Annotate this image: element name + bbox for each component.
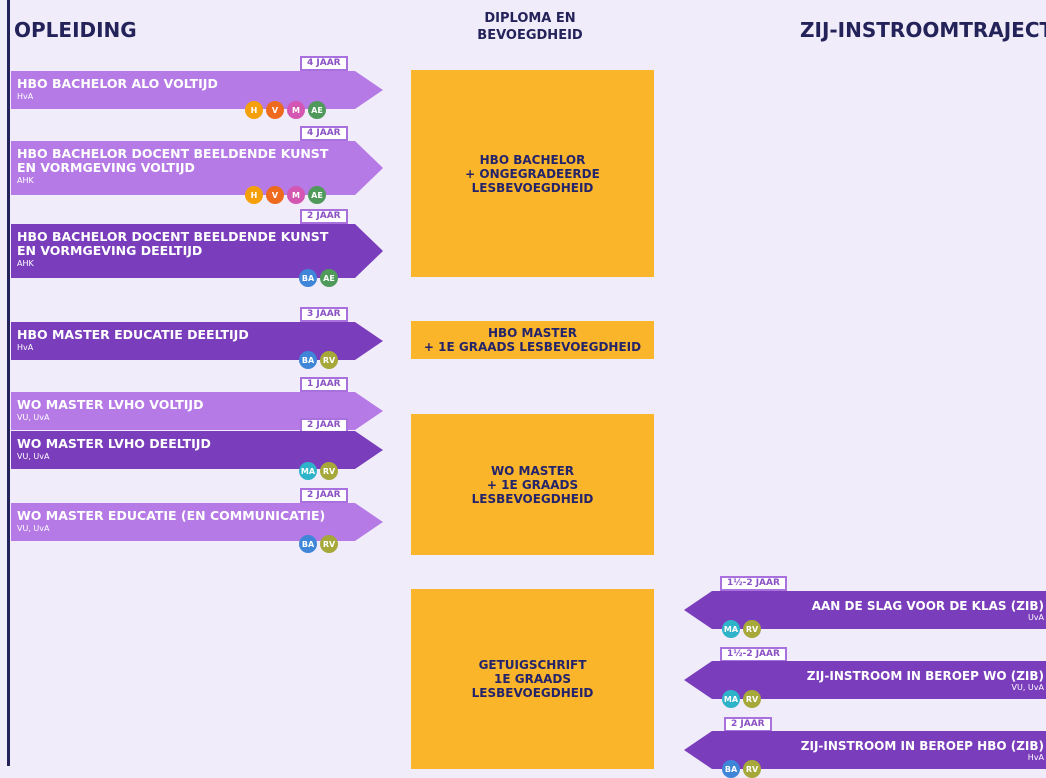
outcome-wo-master: WO MASTER + 1E GRAADS LESBEVOEGDHEID — [411, 414, 654, 555]
header-zij-instroom: ZIJ-INSTROOMTRAJECT — [800, 18, 1046, 42]
duration-label: 2 JAAR — [300, 209, 348, 224]
badge-ae: AE — [320, 269, 338, 287]
badge-rv: RV — [743, 760, 761, 778]
outcome-hbo-bachelor: HBO BACHELOR + ONGEGRADEERDE LESBEVOEGDH… — [411, 70, 654, 277]
duration-label: 1½-2 JAAR — [720, 576, 787, 591]
badge-m: M — [287, 186, 305, 204]
duration-label: 4 JAAR — [300, 56, 348, 71]
badge-v: V — [266, 186, 284, 204]
program-institution: AHK — [17, 259, 34, 268]
header-opleiding: OPLEIDING — [14, 18, 137, 42]
program-title: WO MASTER LVHO DEELTIJD — [17, 436, 211, 451]
header-diploma: DIPLOMA EN BEVOEGDHEID — [477, 11, 583, 43]
duration-label: 3 JAAR — [300, 307, 348, 322]
program-institution: VU, UvA — [17, 452, 50, 461]
duration-label: 4 JAAR — [300, 126, 348, 141]
program-title: HBO BACHELOR DOCENT BEELDENDE KUNST EN V… — [17, 146, 329, 175]
program-title: HBO BACHELOR ALO VOLTIJD — [17, 76, 218, 91]
badge-ba: BA — [299, 269, 317, 287]
side-entry-institution: UvA — [1027, 613, 1044, 622]
program-institution: HvA — [17, 343, 34, 352]
duration-label: 2 JAAR — [300, 418, 348, 433]
badge-rv: RV — [320, 535, 338, 553]
badge-rv: RV — [320, 351, 338, 369]
side-entry-title: ZIJ-INSTROOM IN BEROEP WO (ZIB) — [806, 669, 1044, 683]
badge-group: H V M AE — [245, 101, 326, 119]
badge-m: M — [287, 101, 305, 119]
badge-group: MA RV — [722, 690, 761, 708]
side-entry-title: ZIJ-INSTROOM IN BEROEP HBO (ZIB) — [800, 739, 1044, 753]
program-arrow-bkv-voltijd[interactable]: HBO BACHELOR DOCENT BEELDENDE KUNST EN V… — [11, 141, 383, 195]
badge-v: V — [266, 101, 284, 119]
badge-ma: MA — [722, 690, 740, 708]
badge-group: H V M AE — [245, 186, 326, 204]
program-title: WO MASTER EDUCATIE (EN COMMUNICATIE) — [17, 508, 326, 523]
program-title: HBO BACHELOR DOCENT BEELDENDE KUNST EN V… — [17, 229, 329, 258]
badge-group: BA RV — [722, 760, 761, 778]
left-border-line — [7, 0, 10, 766]
badge-group: BA RV — [299, 351, 338, 369]
badge-ae: AE — [308, 101, 326, 119]
badge-group: BA RV — [299, 535, 338, 553]
program-arrow-wo-lvho-deeltijd[interactable]: WO MASTER LVHO DEELTIJD VU, UvA — [11, 431, 383, 469]
outcome-hbo-master: HBO MASTER + 1E GRAADS LESBEVOEGDHEID — [411, 321, 654, 359]
side-entry-title: AAN DE SLAG VOOR DE KLAS (ZIB) — [811, 599, 1044, 613]
program-arrow-hbo-bachelor-alo[interactable]: HBO BACHELOR ALO VOLTIJD HvA — [11, 71, 383, 109]
badge-rv: RV — [743, 620, 761, 638]
badge-ae: AE — [308, 186, 326, 204]
badge-group: MA RV — [722, 620, 761, 638]
program-institution: AHK — [17, 176, 34, 185]
program-arrow-bkv-deeltijd[interactable]: HBO BACHELOR DOCENT BEELDENDE KUNST EN V… — [11, 224, 383, 278]
badge-ma: MA — [299, 462, 317, 480]
program-title: HBO MASTER EDUCATIE DEELTIJD — [17, 327, 249, 342]
program-institution: VU, UvA — [17, 524, 50, 533]
side-entry-institution: VU, UvA — [1011, 683, 1044, 692]
program-institution: VU, UvA — [17, 413, 50, 422]
program-title: WO MASTER LVHO VOLTIJD — [17, 397, 204, 412]
badge-ba: BA — [722, 760, 740, 778]
outcome-getuigschrift: GETUIGSCHRIFT 1E GRAADS LESBEVOEGDHEID — [411, 589, 654, 769]
badge-h: H — [245, 186, 263, 204]
badge-rv: RV — [743, 690, 761, 708]
program-institution: HvA — [17, 92, 34, 101]
badge-h: H — [245, 101, 263, 119]
badge-group: MA RV — [299, 462, 338, 480]
program-arrow-wo-master-educatie[interactable]: WO MASTER EDUCATIE (EN COMMUNICATIE) VU,… — [11, 503, 383, 541]
badge-rv: RV — [320, 462, 338, 480]
duration-label: 1½-2 JAAR — [720, 647, 787, 662]
duration-label: 2 JAAR — [724, 717, 772, 732]
badge-ma: MA — [722, 620, 740, 638]
badge-group: BA AE — [299, 269, 338, 287]
badge-ba: BA — [299, 535, 317, 553]
duration-label: 2 JAAR — [300, 488, 348, 503]
badge-ba: BA — [299, 351, 317, 369]
side-entry-institution: HvA — [1027, 753, 1044, 762]
duration-label: 1 JAAR — [300, 377, 348, 392]
